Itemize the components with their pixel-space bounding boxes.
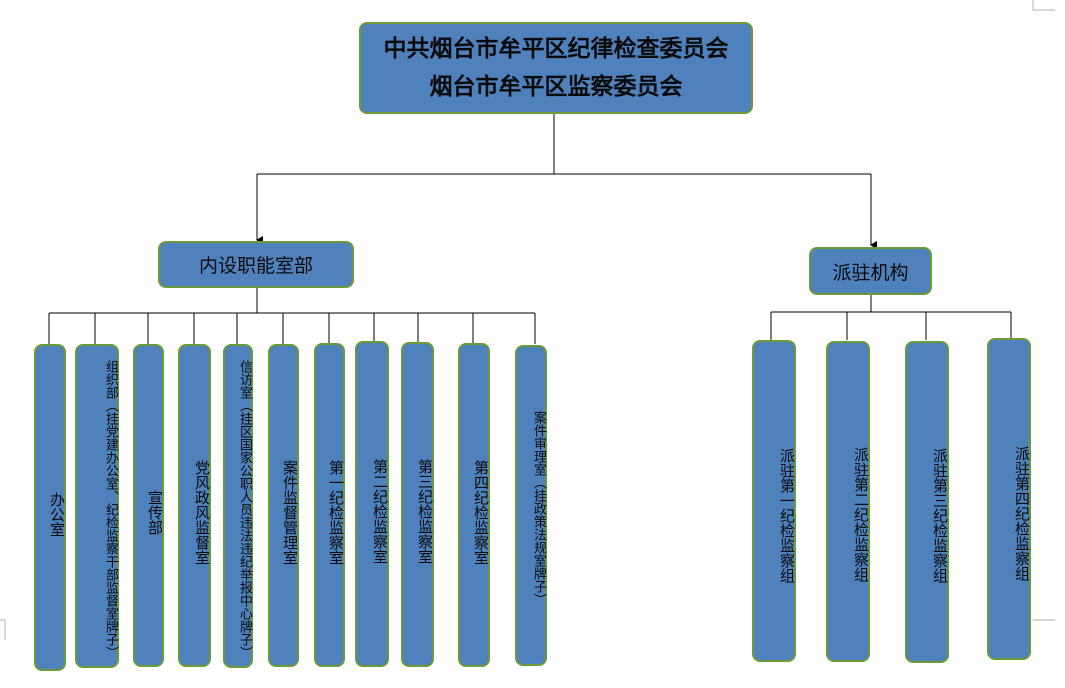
dispatched-unit-box: 派驻第二纪检监察组 [826,341,870,662]
root-title-line2: 烟台市牟平区监察委员会 [429,74,683,100]
dept-box: 信访室（挂区国家公职人员违法违纪举报中心牌子） [223,344,253,668]
dispatched-unit-box: 派驻第三纪检监察组 [905,341,949,663]
root-box: 中共烟台市牟平区纪律检查委员会 烟台市牟平区监察委员会 [359,22,753,114]
dept-box: 第三纪检监察室 [401,342,434,667]
dispatched-unit-box: 派驻第一纪检监察组 [752,340,796,662]
dispatched-unit-box: 派驻第四纪检监察组 [987,338,1031,660]
dept-box: 案件审理室（挂政策法规室牌子） [515,345,547,666]
dispatched-units-box: 派驻机构 [809,247,932,295]
dept-box: 党风政风监督室 [178,344,211,667]
dept-box: 第一纪检监察室 [314,343,345,667]
dept-box: 组织部（挂党建办公室、纪检监察干部监督室牌子） [75,344,119,668]
internal-departments-box: 内设职能室部 [158,241,354,288]
dept-box: 案件监督管理室 [268,344,299,667]
root-title-line1: 中共烟台市牟平区纪律检查委员会 [383,36,729,62]
dept-box: 第二纪检监察室 [355,341,389,667]
dept-box: 办公室 [34,344,66,671]
dept-box: 第四纪检监察室 [458,343,490,667]
dept-box: 宣传部 [133,344,164,667]
